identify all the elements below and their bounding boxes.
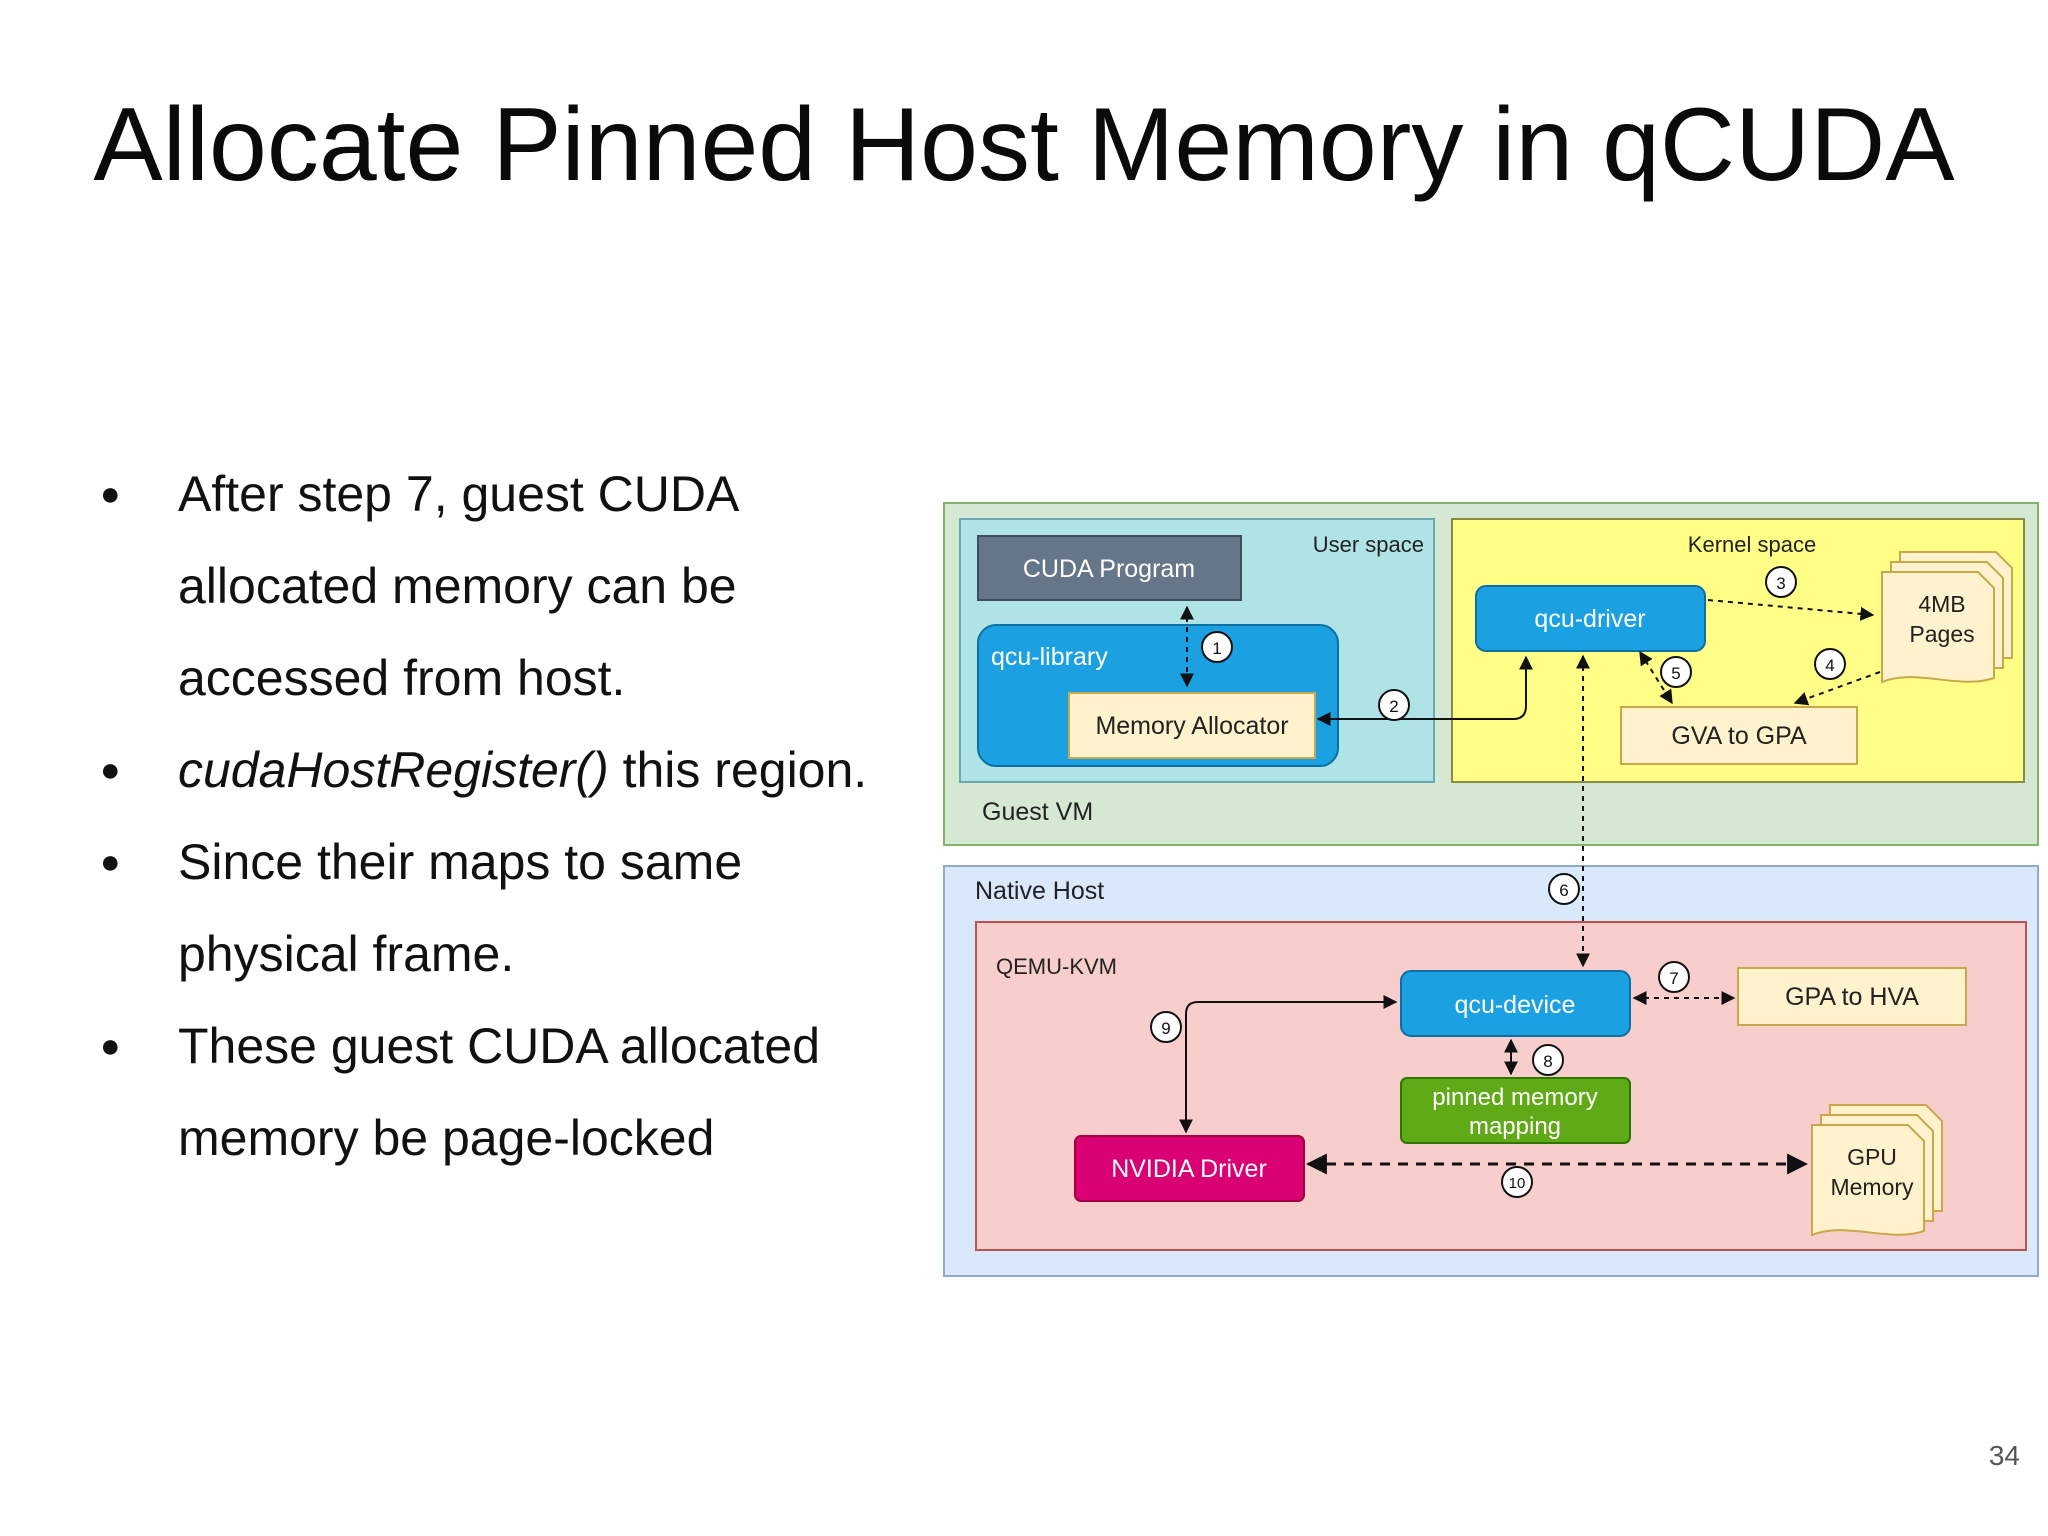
- svg-text:2: 2: [1389, 697, 1398, 716]
- 4mb-pages-stack: 4MB Pages: [1881, 551, 2013, 684]
- code-function-name: cudaHostRegister(): [178, 742, 609, 798]
- svg-text:3: 3: [1776, 574, 1785, 593]
- bullet-line: accessed from host.: [178, 650, 626, 706]
- bullet-line: physical frame.: [178, 926, 515, 982]
- qemu-kvm-label: QEMU-KVM: [996, 954, 1117, 979]
- bullet-line: After step 7, guest CUDA: [178, 466, 740, 522]
- svg-text:4: 4: [1825, 656, 1834, 675]
- bullet-dot-icon: ●: [100, 1027, 121, 1065]
- gpa-to-hva-label: GPA to HVA: [1785, 983, 1919, 1011]
- pinned-memory-mapping-box: [1400, 1077, 1631, 1144]
- memory-allocator-box: [1068, 692, 1316, 759]
- connector-5: [1639, 650, 1673, 705]
- guest-vm-label: Guest VM: [982, 798, 1093, 826]
- connector-2: [1316, 655, 1533, 726]
- qcu-device-box: [1400, 970, 1631, 1037]
- bullet-line: cudaHostRegister() this region.: [178, 742, 868, 798]
- gva-to-gpa-box: [1620, 706, 1858, 765]
- 4mb-pages-label-line1: 4MB: [1918, 591, 1965, 617]
- bullet-item: ● After step 7, guest CUDA allocated mem…: [100, 448, 920, 724]
- gva-to-gpa-label: GVA to GPA: [1671, 722, 1807, 750]
- svg-text:9: 9: [1161, 1019, 1170, 1038]
- connector-9: [1179, 995, 1398, 1134]
- step-badge-6: 6: [1548, 873, 1580, 905]
- svg-text:1: 1: [1212, 639, 1221, 658]
- step-badge-3: 3: [1765, 566, 1797, 598]
- bullet-item: ● Since their maps to same physical fram…: [100, 816, 920, 1000]
- user-space-label: User space: [1313, 532, 1424, 557]
- bullet-dot-icon: ●: [100, 751, 121, 789]
- native-host-label: Native Host: [975, 877, 1104, 905]
- bullet-dot-icon: ●: [100, 843, 121, 881]
- slide-title: Allocate Pinned Host Memory in qCUDA: [93, 87, 1955, 203]
- bullet-line: allocated memory can be: [178, 558, 737, 614]
- gpa-to-hva-box: [1737, 967, 1967, 1026]
- step-badge-4: 4: [1814, 648, 1846, 680]
- cuda-program-label: CUDA Program: [1023, 555, 1195, 583]
- qcu-driver-label: qcu-driver: [1534, 605, 1645, 633]
- svg-text:5: 5: [1671, 664, 1680, 683]
- bullet-item: ● These guest CUDA allocated memory be p…: [100, 1000, 920, 1184]
- bullet-list: ● After step 7, guest CUDA allocated mem…: [100, 448, 920, 1184]
- nvidia-driver-box: [1074, 1135, 1305, 1202]
- step-badge-5: 5: [1660, 656, 1692, 688]
- page-sheet: [1811, 1124, 1925, 1237]
- qcu-library-label: qcu-library: [991, 643, 1108, 671]
- kernel-space-label: Kernel space: [1688, 532, 1816, 557]
- bullet-line: These guest CUDA allocated: [178, 1018, 821, 1074]
- qcu-driver-box: [1475, 585, 1706, 652]
- pinned-memory-label-line2: mapping: [1469, 1113, 1561, 1140]
- step-badge-8: 8: [1532, 1044, 1564, 1076]
- step-badge-9: 9: [1150, 1011, 1182, 1043]
- gpu-memory-label-line2: Memory: [1830, 1174, 1914, 1200]
- bullet-line: memory be page-locked: [178, 1110, 715, 1166]
- nvidia-driver-label: NVIDIA Driver: [1111, 1155, 1267, 1183]
- svg-text:10: 10: [1509, 1175, 1526, 1192]
- svg-text:8: 8: [1543, 1052, 1552, 1071]
- connector-3: [1707, 599, 1875, 621]
- memory-allocator-label: Memory Allocator: [1095, 712, 1288, 740]
- bullet-dot-icon: ●: [100, 475, 121, 513]
- qcu-device-label: qcu-device: [1455, 991, 1576, 1019]
- gpu-memory-stack: GPU Memory: [1811, 1104, 1943, 1237]
- gpu-memory-label-line1: GPU: [1847, 1144, 1897, 1170]
- cuda-program-box: [977, 535, 1242, 601]
- svg-text:6: 6: [1559, 881, 1568, 900]
- pinned-memory-label-line1: pinned memory: [1432, 1084, 1597, 1111]
- page-sheet: [1881, 571, 1995, 684]
- step-badge-1: 1: [1201, 631, 1233, 663]
- step-badge-2: 2: [1378, 689, 1410, 721]
- bullet-item: ● cudaHostRegister() this region.: [100, 724, 920, 816]
- svg-text:7: 7: [1669, 969, 1678, 988]
- bullet-line: Since their maps to same: [178, 834, 743, 890]
- step-badge-7: 7: [1658, 961, 1690, 993]
- step-badge-10: 10: [1501, 1166, 1533, 1198]
- 4mb-pages-label-line2: Pages: [1909, 621, 1974, 647]
- page-number: 34: [1988, 1440, 2020, 1471]
